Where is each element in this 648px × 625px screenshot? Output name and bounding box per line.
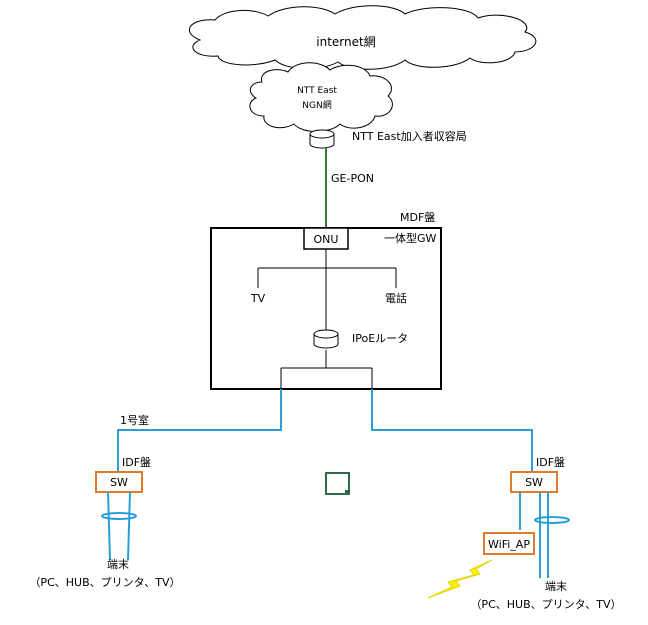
cable-to-right-idf: [371, 389, 533, 472]
terminal-left-label-2: （PC、HUB、プリンタ、TV）: [29, 576, 180, 589]
terminal-left-label-1: 端末: [107, 557, 129, 571]
ntt-office-label: NTT East加入者収容局: [352, 129, 467, 143]
center-marker: [325, 472, 350, 495]
wifi-ap-box: [483, 532, 535, 555]
ngn-label-1: NTT East: [297, 86, 337, 96]
idf-right-label: IDF盤: [536, 456, 565, 469]
idf-left-label: IDF盤: [122, 456, 151, 469]
mdf-label: MDF盤: [400, 211, 435, 224]
left-terminal-cables: [101, 491, 137, 561]
sw-right-box: [510, 471, 558, 493]
tv-label: TV: [250, 292, 266, 305]
internet-cloud: internet網: [188, 5, 537, 70]
wireless-signal-icon: [427, 559, 493, 599]
ipoe-router-label: IPoEルータ: [352, 332, 408, 345]
phone-label: 電話: [385, 291, 407, 305]
sw-right-label: SW: [525, 476, 543, 489]
ipoe-router-node: [313, 329, 339, 349]
ge-pon-label: GE-PON: [331, 172, 374, 185]
sw-left-box: [95, 471, 143, 493]
sw-left-label: SW: [110, 476, 128, 489]
gw-internal-wiring: [257, 249, 397, 389]
ntt-office-node: [309, 129, 335, 149]
room1-label: 1号室: [120, 413, 149, 427]
integrated-gw-label: 一体型GW: [384, 231, 437, 245]
onu-label: ONU: [314, 233, 339, 246]
right-terminal-cables: [519, 492, 570, 578]
terminal-right-label-2: （PC、HUB、プリンタ、TV）: [470, 598, 621, 611]
ngn-cloud: NTT East NGN網: [249, 62, 393, 132]
ngn-label-2: NGN網: [302, 99, 331, 111]
terminal-right-label-1: 端末: [545, 579, 567, 593]
cable-to-left-idf: [117, 389, 282, 472]
internet-label: internet網: [316, 35, 375, 49]
wifi-ap-label: WiFi_AP: [488, 538, 530, 551]
